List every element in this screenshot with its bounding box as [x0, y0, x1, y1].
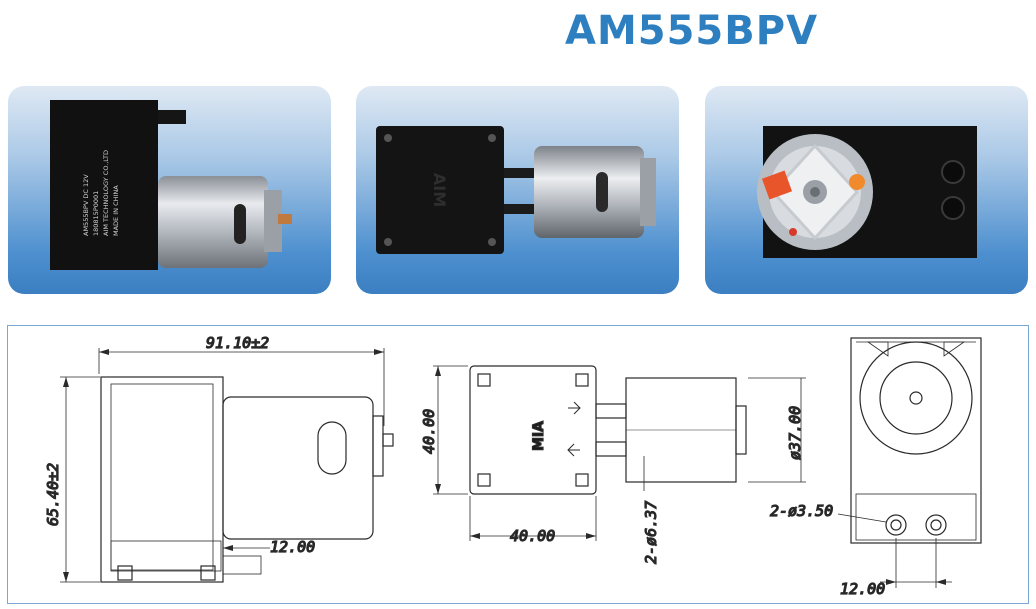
terminal-red	[761, 170, 793, 200]
motor-vent-slot	[234, 204, 246, 244]
port-hole-2	[941, 196, 965, 220]
photo-end-view	[705, 86, 1028, 294]
motor-endcap	[264, 190, 282, 252]
label-line-4: MADE IN CHINA	[112, 185, 120, 236]
terminal-orange	[849, 174, 865, 190]
pump-head-square	[376, 126, 504, 254]
pump-head-block	[50, 100, 158, 270]
dim-top-depth: 40.00	[420, 409, 438, 454]
photo-top-view: AIM	[356, 86, 679, 294]
dim-motor-diameter: ø37.00	[786, 406, 804, 460]
motor-cylinder	[534, 146, 644, 238]
label-line-1: AM555BPV DC 12V	[82, 174, 90, 236]
motor-cylinder	[158, 176, 268, 268]
dim-port-diameter: 2-ø6.37	[642, 501, 660, 564]
top-logo: AIM	[430, 173, 449, 207]
technical-drawing: 91.10±2 65.40±2 12.00 40.00 40.00 ø37.00…	[7, 325, 1029, 604]
top-view-drawing	[433, 365, 806, 541]
dim-port-hole: 2-ø3.50	[770, 502, 833, 520]
end-view-drawing	[837, 337, 982, 588]
dim-height: 65.40±2	[44, 463, 62, 526]
outlet-nozzle	[158, 110, 186, 124]
product-title: AM555BPV	[565, 8, 819, 54]
motor-terminal	[278, 214, 292, 224]
side-view-drawing	[60, 348, 394, 583]
dim-port-spacing: 12.00	[840, 580, 885, 598]
photo-side-view: AM555BPV DC 12V 180815P0001 AIM TECHNOLO…	[8, 86, 331, 294]
label-line-2: 180815P0001	[92, 191, 100, 236]
dim-top-width: 40.00	[510, 527, 555, 545]
label-line-3: AIM TECHNOLOGY CO.,LTD	[102, 150, 110, 236]
port-tube-2	[504, 204, 544, 214]
dim-length: 91.10±2	[206, 334, 269, 352]
dim-port-offset: 12.00	[270, 538, 315, 556]
drawing-logo: MIA	[531, 421, 547, 451]
port-tube-1	[504, 168, 544, 178]
port-hole-1	[941, 160, 965, 184]
